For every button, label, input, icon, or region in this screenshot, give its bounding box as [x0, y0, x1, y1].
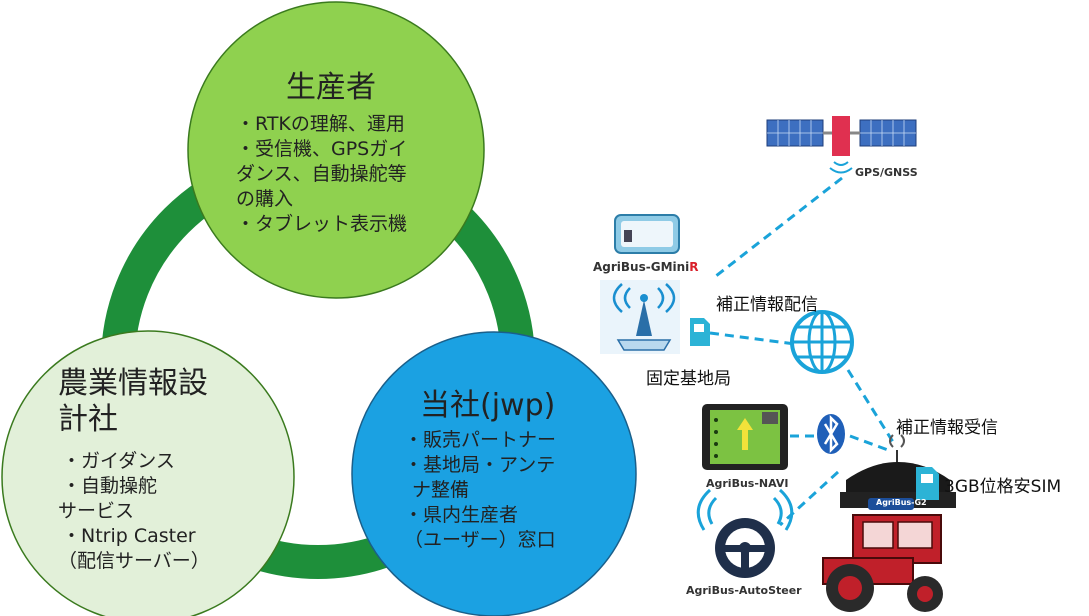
satellite-icon [766, 116, 917, 174]
company-item: ナ整備 [412, 479, 470, 501]
navi-label: AgriBus-NAVI [706, 477, 789, 490]
navi-tablet-icon [702, 404, 788, 470]
autosteer-label: AgriBus-AutoSteer [686, 584, 802, 597]
company-item: ・基地局・アンテ [404, 454, 556, 476]
producer-items: ・RTKの理解、運用 ・受信機、GPSガイ ダンス、自動操舵等 の購入 ・タブレ… [236, 112, 456, 237]
company-circle [351, 331, 637, 616]
producer-item: ダンス、自動操舵等 [236, 163, 407, 185]
agri-design-title-line2: 計社 [58, 402, 118, 437]
company-item: ・県内生産者 [404, 504, 519, 526]
gmini-label-prefix: AgriBus-GMini [593, 260, 690, 274]
autosteer-wheel-icon [696, 488, 794, 578]
bluetooth-icon [817, 414, 845, 454]
tractor-icon [822, 514, 943, 612]
company-items: ・販売パートナー ・基地局・アンテ ナ整備 ・県内生産者 （ユーザー）窓口 [404, 428, 604, 553]
agri-design-title: 農業情報設 計社 [58, 366, 208, 438]
producer-item: ・受信機、GPSガイ [236, 138, 408, 160]
sim-label: 3GB位格安SIM [944, 477, 1062, 497]
gmini-device-icon [614, 214, 680, 254]
base-station-antenna-icon [600, 280, 680, 354]
connection-lines [709, 176, 895, 527]
producer-item: ・タブレット表示機 [236, 213, 408, 235]
base-station-label: 固定基地局 [646, 369, 731, 389]
gmini-label-suffix: R [689, 260, 699, 274]
company-item: ・販売パートナー [404, 429, 557, 451]
agri-design-item: ・自動操舵 [62, 475, 158, 497]
producer-circle [187, 1, 485, 299]
agri-design-item: （配信サーバー） [58, 550, 210, 572]
gmini-label: AgriBus-GMiniR [593, 260, 699, 274]
company-item: （ユーザー）窓口 [404, 529, 556, 551]
agri-design-items: ・ガイダンス ・自動操舵 サービス ・Ntrip Caster （配信サーバー） [58, 449, 258, 574]
agri-design-circle [1, 330, 295, 616]
agri-design-item: ・ガイダンス [62, 450, 175, 472]
agri-design-item: ・Ntrip Caster [62, 525, 196, 547]
base-sim-icon [690, 318, 710, 346]
correction-receive-label: 補正情報受信 [896, 418, 998, 438]
globe-icon [790, 310, 854, 374]
agri-design-title-line1: 農業情報設 [58, 366, 208, 401]
producer-item: ・RTKの理解、運用 [236, 113, 405, 135]
g2-label: AgriBus-G2 [876, 498, 927, 507]
agri-design-item: サービス [58, 500, 135, 522]
correction-send-label: 補正情報配信 [716, 295, 818, 315]
gps-label: GPS/GNSS [855, 166, 918, 179]
producer-title: 生産者 [286, 70, 376, 105]
company-title: 当社(jwp) [420, 388, 556, 423]
producer-item: の購入 [236, 188, 294, 210]
sim-card-icon [916, 467, 939, 500]
